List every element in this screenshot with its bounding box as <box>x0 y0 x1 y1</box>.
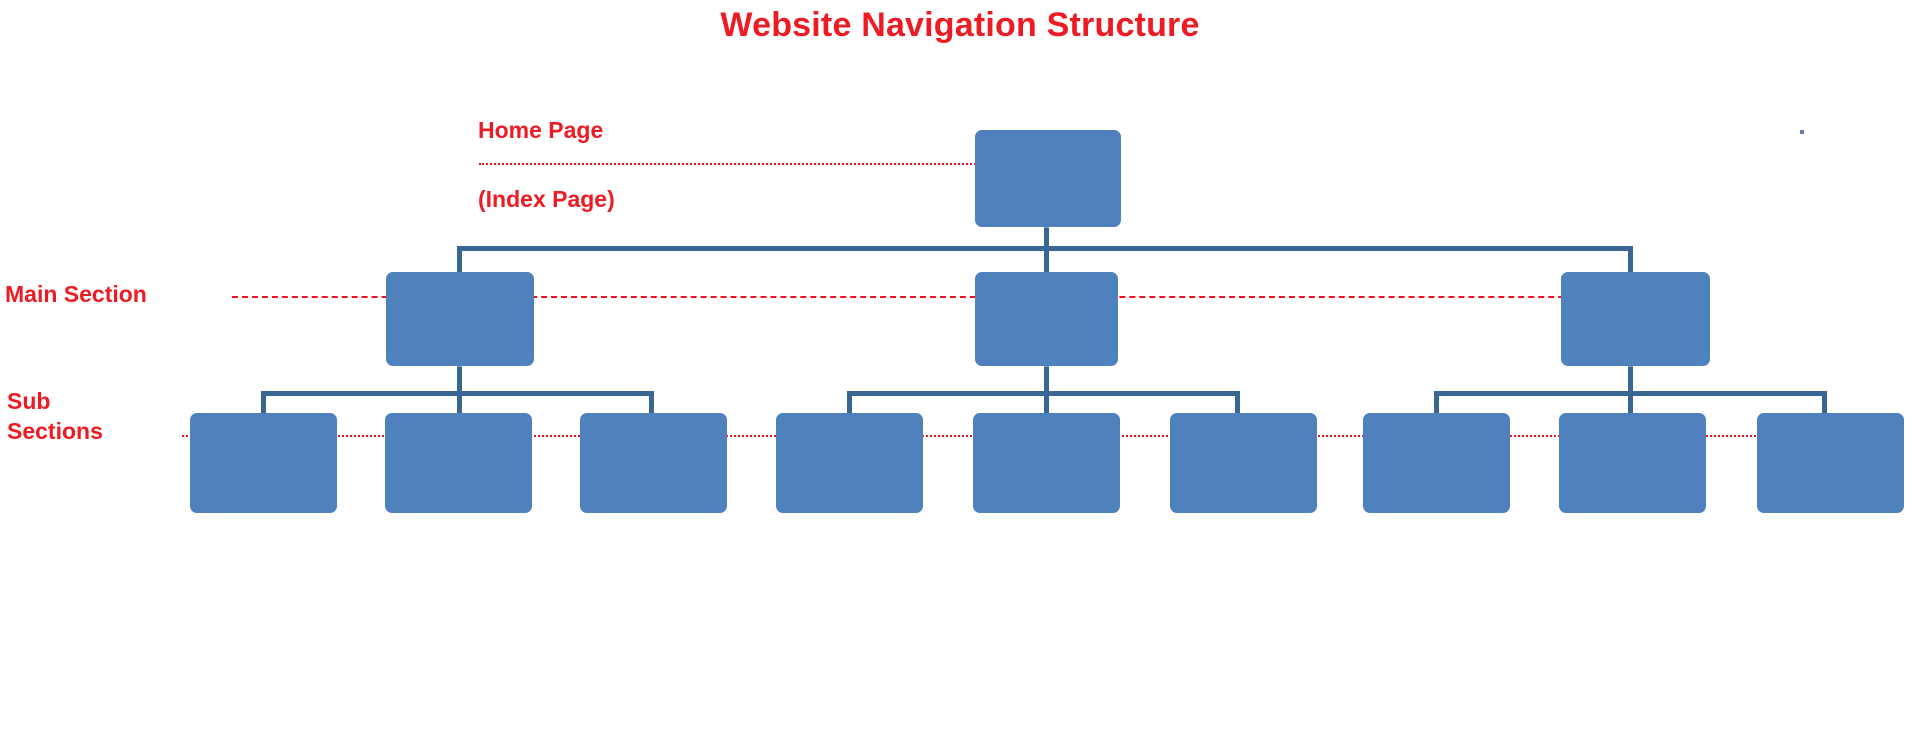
connector-root-stem <box>1044 227 1049 248</box>
node-sub-3-2[interactable] <box>1559 413 1706 513</box>
connector-group2-drop-3 <box>1235 391 1240 414</box>
connector-group1-drop-3 <box>649 391 654 414</box>
leader-line-main-section <box>232 296 1604 298</box>
node-home[interactable] <box>975 130 1121 227</box>
connector-group2-bus <box>847 391 1240 396</box>
artifact-dot <box>1800 130 1804 134</box>
annotation-sub-sections-line2: Sections <box>7 418 103 444</box>
node-sub-1-3[interactable] <box>580 413 727 513</box>
connector-group1-stem <box>457 366 462 394</box>
annotation-sub-sections-line1: Sub <box>7 388 51 414</box>
node-sub-2-3[interactable] <box>1170 413 1317 513</box>
connector-level1-drop-center <box>1044 246 1049 273</box>
connector-level1-drop-left <box>457 246 462 273</box>
node-main-3[interactable] <box>1561 272 1710 366</box>
leader-line-home-page <box>479 163 979 165</box>
connector-group3-drop-1 <box>1434 391 1439 414</box>
annotation-home-page-line1: Home Page <box>478 117 604 143</box>
node-sub-3-3[interactable] <box>1757 413 1904 513</box>
connector-group3-drop-2 <box>1628 391 1633 414</box>
connector-group3-drop-3 <box>1822 391 1827 414</box>
node-sub-1-1[interactable] <box>190 413 337 513</box>
page-title: Website Navigation Structure <box>720 6 1200 44</box>
connector-group1-drop-1 <box>261 391 266 414</box>
node-sub-3-1[interactable] <box>1363 413 1510 513</box>
connector-group3-stem <box>1628 366 1633 394</box>
node-main-1[interactable] <box>386 272 534 366</box>
connector-group2-stem <box>1044 366 1049 394</box>
connector-group1-drop-2 <box>457 391 462 414</box>
connector-group2-drop-1 <box>847 391 852 414</box>
node-sub-2-2[interactable] <box>973 413 1120 513</box>
node-sub-1-2[interactable] <box>385 413 532 513</box>
node-main-2[interactable] <box>975 272 1118 366</box>
connector-group2-drop-2 <box>1044 391 1049 414</box>
annotation-home-page-line2: (Index Page) <box>478 186 615 212</box>
annotation-main-section: Main Section <box>5 281 147 307</box>
connector-level1-drop-right <box>1628 246 1633 273</box>
node-sub-2-1[interactable] <box>776 413 923 513</box>
